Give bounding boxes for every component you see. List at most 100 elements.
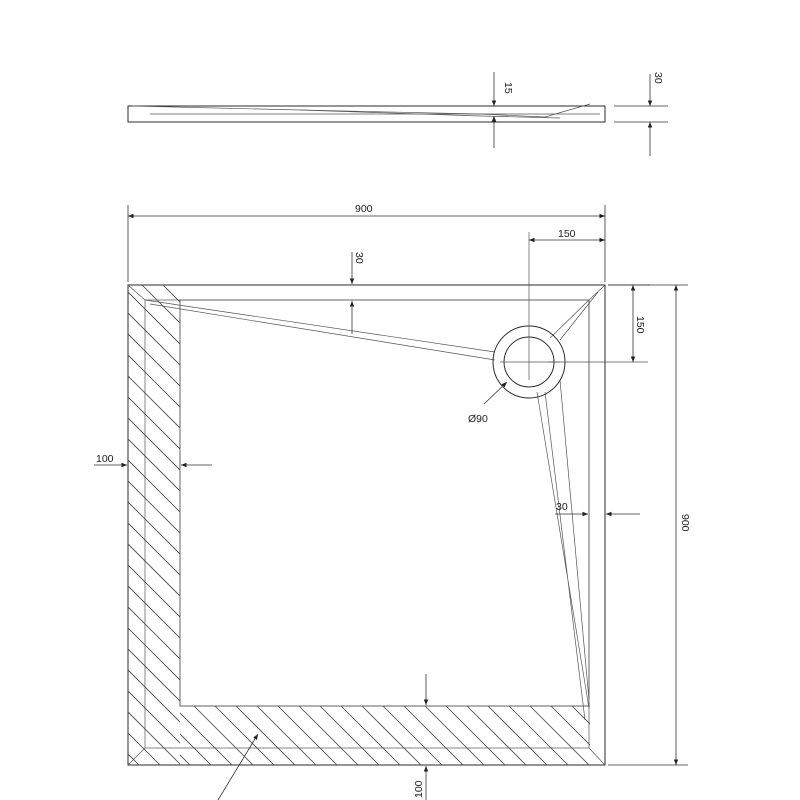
slope-line-right-down bbox=[536, 379, 590, 721]
hatch-line bbox=[0, 285, 118, 765]
drain-diameter-label: Ø90 bbox=[468, 413, 488, 425]
hatch-line bbox=[162, 285, 180, 765]
top-view: Ø90 bbox=[0, 232, 800, 766]
corner-br bbox=[588, 747, 606, 766]
hatch-line bbox=[424, 706, 485, 765]
hatch-line bbox=[47, 706, 106, 765]
hatch-line bbox=[128, 285, 161, 765]
hatch-line bbox=[625, 285, 800, 765]
left-wall-label: 100 bbox=[96, 453, 114, 465]
hatch-line bbox=[128, 285, 180, 765]
hatch-line bbox=[26, 706, 85, 765]
hatch-line bbox=[128, 285, 180, 765]
hatch-line bbox=[5, 706, 64, 765]
dim-30-label: 30 bbox=[652, 72, 664, 84]
hatch-line bbox=[128, 285, 180, 765]
hatch-line bbox=[128, 285, 180, 765]
hatch-line bbox=[128, 285, 180, 765]
bottom-wall-hatching bbox=[0, 706, 694, 765]
hatch-line bbox=[193, 706, 254, 765]
left-wall-hatching bbox=[0, 285, 800, 765]
hatch-line bbox=[226, 285, 706, 765]
hatch-line bbox=[541, 285, 800, 765]
hatch-line bbox=[382, 706, 443, 765]
hatch-line bbox=[436, 285, 800, 765]
hatch-line bbox=[593, 706, 652, 765]
slope-line-top-right bbox=[549, 291, 599, 341]
hatch-line bbox=[180, 706, 212, 765]
hatch-line bbox=[394, 285, 800, 765]
hatch-line bbox=[128, 285, 180, 765]
side-view-slope-line-2 bbox=[299, 109, 561, 119]
hatch-line bbox=[205, 285, 685, 765]
hatch-line bbox=[180, 706, 191, 765]
hatch-line bbox=[0, 706, 43, 765]
drain-offset-y-label: 150 bbox=[634, 316, 646, 334]
hatch-line bbox=[128, 285, 180, 765]
hatch-line bbox=[520, 285, 800, 765]
width-label: 900 bbox=[355, 203, 373, 215]
bottom-wall-label: 100 bbox=[413, 780, 425, 798]
hatch-line bbox=[68, 706, 127, 765]
hatch-line bbox=[128, 285, 180, 765]
corner-bl bbox=[127, 747, 146, 766]
hatch-line bbox=[214, 706, 275, 765]
side-view-outline bbox=[127, 105, 606, 123]
hatch-line bbox=[478, 285, 800, 765]
hatch-line bbox=[487, 706, 548, 765]
hatch-line bbox=[277, 706, 338, 765]
slope-line-top-left bbox=[144, 299, 496, 361]
drain-diameter-leader bbox=[483, 381, 508, 405]
hatch-line bbox=[508, 706, 569, 765]
hatch-line bbox=[110, 706, 169, 765]
hatch-line bbox=[141, 285, 180, 765]
hatch-line bbox=[256, 706, 317, 765]
hatch-line bbox=[457, 285, 800, 765]
tray-inner-rim bbox=[144, 299, 590, 749]
hatch-line bbox=[0, 706, 1, 765]
right-rim-label: 30 bbox=[556, 501, 568, 513]
hatch-leader bbox=[217, 733, 259, 800]
hatch-line bbox=[571, 706, 590, 765]
hatch-line bbox=[128, 285, 180, 765]
hatch-line bbox=[128, 285, 180, 765]
hatch-line bbox=[352, 285, 800, 765]
hatch-line bbox=[89, 706, 148, 765]
hatch-line bbox=[235, 706, 296, 765]
hatch-line bbox=[128, 285, 180, 765]
hatch-line bbox=[128, 285, 180, 765]
hatch-line bbox=[180, 706, 233, 765]
hatch-line bbox=[331, 285, 800, 765]
drain-offset-x-label: 150 bbox=[558, 228, 576, 240]
hatch-line bbox=[128, 285, 180, 765]
hatch-line bbox=[128, 285, 180, 765]
corner-tr bbox=[588, 284, 606, 301]
hatch-line bbox=[128, 285, 180, 765]
tray-outer-edge bbox=[127, 284, 606, 766]
hatch-line bbox=[466, 706, 527, 765]
tray-basin bbox=[179, 299, 590, 707]
top-rim-label: 30 bbox=[353, 252, 365, 264]
hatch-line bbox=[499, 285, 800, 765]
side-view: 15 30 bbox=[127, 72, 668, 156]
hatch-line bbox=[184, 285, 664, 765]
hatch-line bbox=[0, 285, 97, 765]
hatch-line bbox=[415, 285, 800, 765]
height-label: 900 bbox=[679, 514, 691, 532]
hatch-line bbox=[340, 706, 401, 765]
hatch-line bbox=[128, 285, 140, 765]
hatch-line bbox=[298, 706, 359, 765]
hatch-line bbox=[128, 285, 180, 765]
hatch-line bbox=[247, 285, 727, 765]
corner-tl bbox=[127, 284, 146, 301]
dimensions: 900 150 150 900 30 30 100 100 bbox=[94, 203, 691, 800]
hatch-line bbox=[0, 706, 22, 765]
hatch-line bbox=[361, 706, 422, 765]
hatch-line bbox=[635, 706, 694, 765]
hatch-line bbox=[310, 285, 790, 765]
hatch-line bbox=[529, 706, 590, 765]
hatch-line bbox=[319, 706, 380, 765]
hatch-line bbox=[0, 285, 76, 765]
hatch-line bbox=[550, 706, 590, 765]
